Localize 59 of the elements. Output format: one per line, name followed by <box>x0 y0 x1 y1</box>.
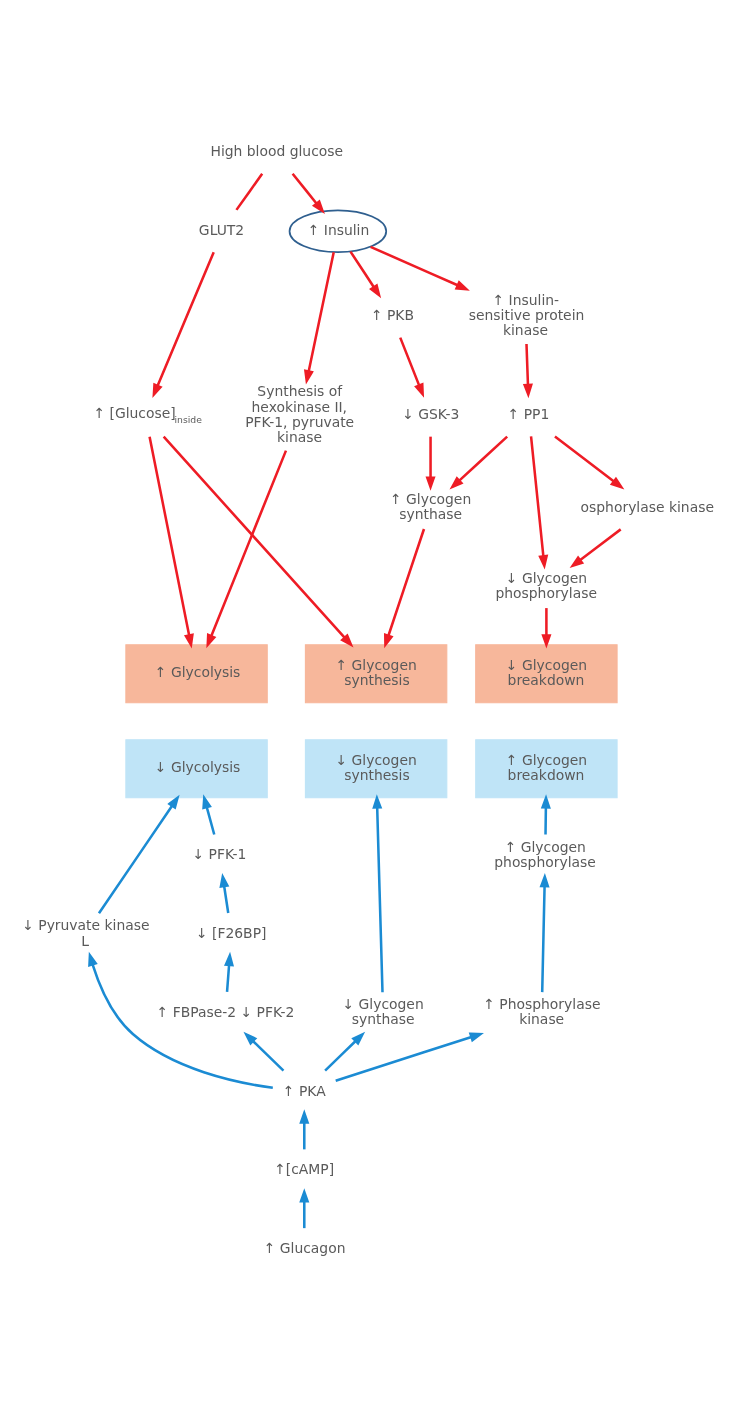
node-text: ↑ Glucagon <box>263 1240 346 1257</box>
node-text: ↓ [F26BP] <box>195 925 267 942</box>
node-text: ↓ GSK-3 <box>402 406 460 423</box>
node-box: ↑ Glycogen breakdown <box>475 739 618 799</box>
arrow <box>243 1031 285 1072</box>
arrow <box>383 528 426 649</box>
arrow <box>299 1188 310 1229</box>
node-ellipse: ↑ Insulin <box>288 209 388 253</box>
node-text: ↑ PKA <box>282 1082 326 1099</box>
arrow <box>335 1032 484 1082</box>
connector <box>235 173 264 211</box>
arrow <box>291 172 325 214</box>
arrow <box>223 951 234 992</box>
node-text: ↓ Pyruvate kinase L <box>22 917 150 949</box>
node-text: ↑ Glycogen phosphorylase <box>494 838 596 870</box>
node-text: ↑ PKB <box>370 306 414 323</box>
arrow <box>569 528 622 569</box>
arrow <box>303 251 335 385</box>
node-text: ↑ Insulin-sensitive protein kinase <box>468 291 585 339</box>
arrow <box>148 436 194 649</box>
arrow <box>449 435 509 490</box>
arrow <box>152 251 215 399</box>
arrow <box>399 337 425 398</box>
arrow <box>372 794 384 993</box>
node-text: GLUT2 <box>198 221 245 238</box>
arrow <box>202 794 216 835</box>
node-box: ↓ Glycolysis <box>125 739 268 799</box>
arrow <box>88 951 273 1090</box>
node-text: ↑ Phosphorylase kinase <box>483 996 601 1028</box>
node-text: ↑ PP1 <box>507 406 550 423</box>
arrow <box>554 435 625 490</box>
node-text: ↓ Glycogen phosphorylase <box>495 569 597 602</box>
node-box: ↓ Glycogen synthesis <box>304 739 448 799</box>
arrow <box>219 873 230 914</box>
node-text: ↑ Glycogen synthase <box>390 491 472 523</box>
node-text: ↓ PFK-1 <box>192 846 247 863</box>
arrow <box>370 245 470 291</box>
node-box: ↑ Glycogen synthesis <box>304 644 448 704</box>
node-text: Synthesis of hexokinase II, PFK-1, pyruvate kinase <box>245 383 355 445</box>
arrow <box>324 1031 366 1072</box>
arrow <box>206 450 288 649</box>
arrow <box>97 794 180 914</box>
node-text: ↓ Glycogen synthase <box>342 996 424 1028</box>
arrow <box>425 436 436 491</box>
arrow <box>299 1109 310 1150</box>
arrow <box>541 608 552 649</box>
arrow <box>539 872 550 993</box>
node-box: ↓ Glycogen breakdown <box>475 644 618 704</box>
arrow <box>162 435 354 648</box>
node-text: ↑ FBPase-2 ↓ PFK-2 <box>156 1003 295 1020</box>
node-text: osphorylase kinase <box>580 498 714 515</box>
node-text: ↑ [Glucose]$_{inside}$ <box>93 404 202 426</box>
arrow <box>522 343 533 399</box>
node-text: ↑[cAMP] <box>274 1161 335 1178</box>
arrow <box>540 794 551 835</box>
node-text: High blood glucose <box>210 143 344 160</box>
arrow <box>529 436 549 570</box>
node-box: ↑ Glycolysis <box>125 644 268 704</box>
arrow <box>349 250 382 299</box>
